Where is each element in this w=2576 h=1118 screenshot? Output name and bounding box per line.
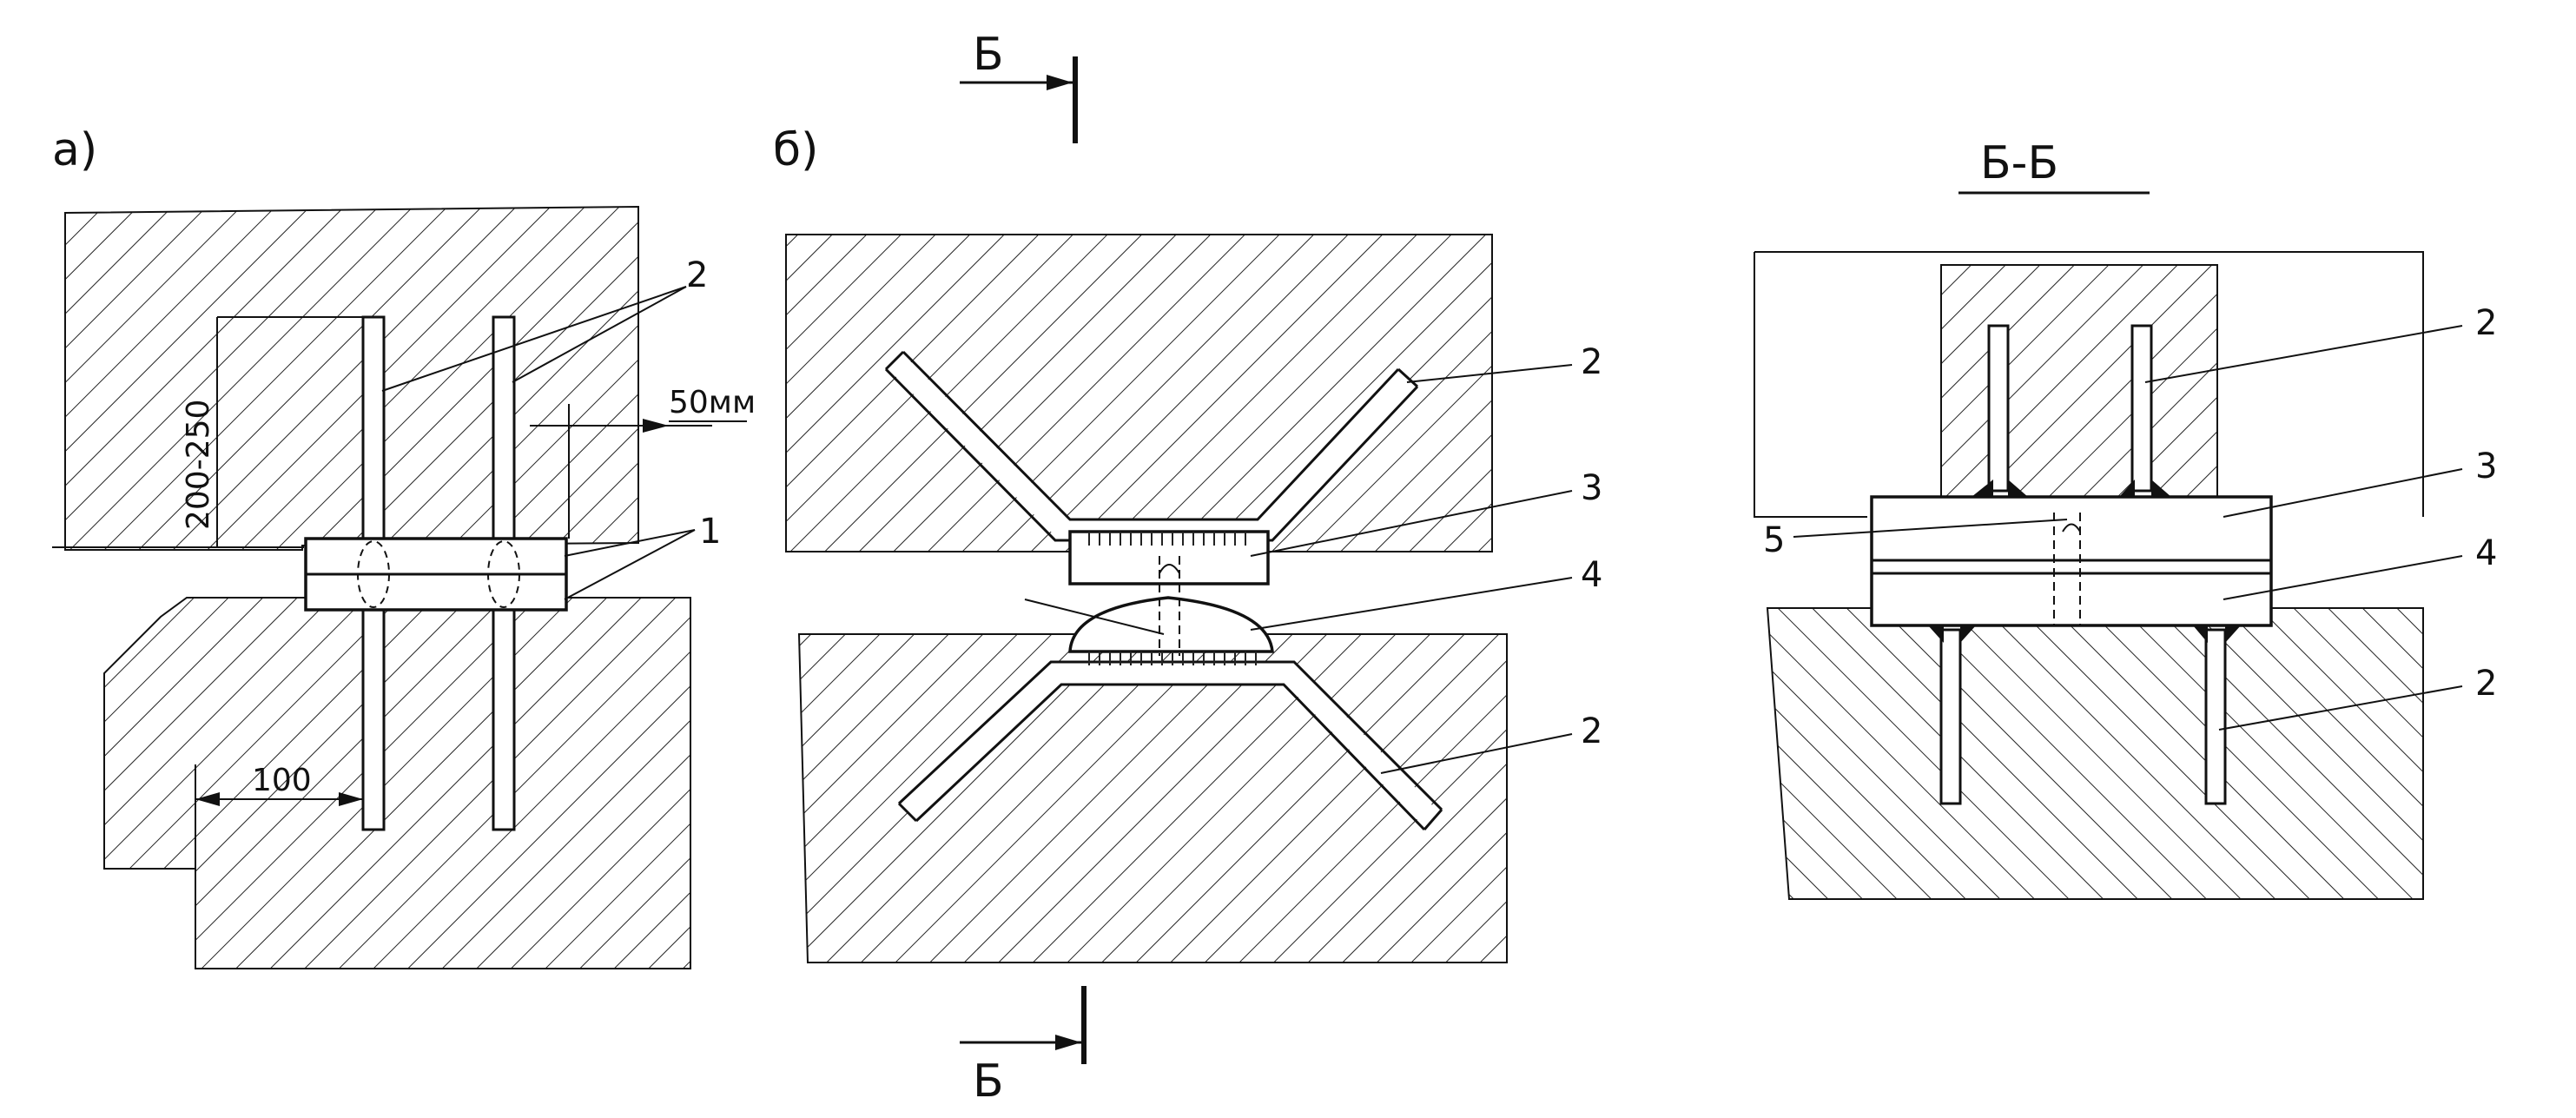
- section-lower-block: [1766, 607, 2424, 900]
- section-callout-5: 5: [1763, 520, 1785, 560]
- panel-b: б) Б 2 3: [773, 29, 1602, 1108]
- panel-a-label: а): [52, 124, 97, 176]
- section-title: Б-Б: [1980, 137, 2058, 189]
- section-view: Б-Б 2 3 5: [1754, 137, 2497, 900]
- section-rod-upper-right: [2130, 324, 2153, 493]
- dim-spacing: 100: [252, 763, 312, 798]
- section-callout-3: 3: [2475, 447, 2497, 486]
- section-rod-upper-left: [1987, 324, 2010, 493]
- section-mark-bottom: Б: [973, 1055, 1004, 1108]
- panel-a: а) 200-250 50мм 100: [52, 124, 756, 969]
- panel-b-callout-2-top: 2: [1581, 342, 1602, 382]
- section-rod-lower-left: [1939, 628, 1962, 805]
- panel-b-plate-4: [1068, 596, 1274, 653]
- panel-b-callout-4: 4: [1581, 555, 1602, 595]
- dim-width: 50мм: [669, 385, 756, 420]
- panel-b-callout-2-bottom: 2: [1581, 711, 1602, 751]
- dim-height: 200-250: [181, 400, 216, 530]
- section-mark-top: Б: [973, 29, 1004, 81]
- panel-a-callout-2: 2: [686, 255, 708, 295]
- panel-b-label: б): [773, 124, 818, 176]
- section-upper-block: [1940, 264, 2218, 500]
- panel-a-lower-block: [103, 597, 691, 969]
- section-callout-2-bottom: 2: [2475, 664, 2497, 704]
- section-callout-2-top: 2: [2475, 303, 2497, 343]
- section-rod-lower-right: [2204, 628, 2227, 805]
- panel-b-callout-3: 3: [1581, 468, 1602, 508]
- panel-a-callout-1: 1: [699, 512, 721, 552]
- section-callout-4: 4: [2475, 533, 2497, 573]
